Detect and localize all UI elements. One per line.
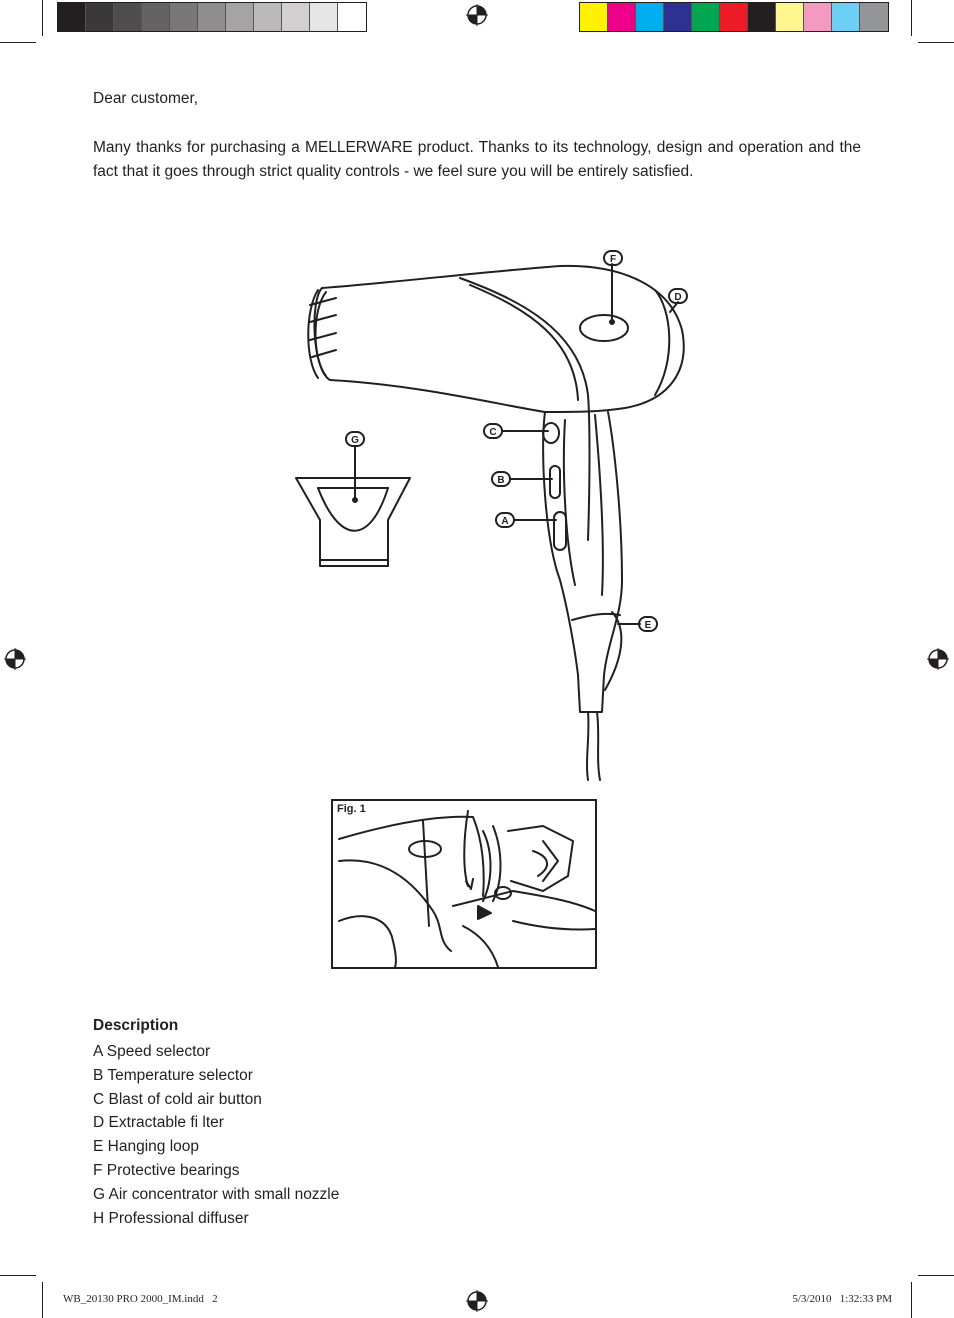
color-swatch <box>310 3 338 31</box>
color-swatch <box>832 3 860 31</box>
color-swatch <box>580 3 608 31</box>
svg-text:C: C <box>489 427 496 438</box>
gray-color-bar <box>57 2 367 32</box>
list-item: F Protective bearings <box>93 1161 240 1179</box>
callout-d: D <box>668 288 688 304</box>
list-item: G Air concentrator with small nozzle <box>93 1185 340 1203</box>
color-swatch <box>282 3 310 31</box>
registration-mark-icon <box>466 1290 488 1312</box>
crop-mark <box>911 0 912 36</box>
svg-text:D: D <box>674 292 681 303</box>
hair-dryer-diagram <box>295 263 685 781</box>
color-swatch <box>198 3 226 31</box>
intro-paragraph: Many thanks for purchasing a MELLERWARE … <box>93 139 861 180</box>
svg-text:A: A <box>501 516 508 527</box>
crop-mark <box>42 0 43 36</box>
color-swatch <box>804 3 832 31</box>
list-item: E Hanging loop <box>93 1138 199 1156</box>
color-swatch <box>692 3 720 31</box>
crop-mark <box>918 1275 954 1276</box>
color-swatch <box>142 3 170 31</box>
list-item: D Extractable fi lter <box>93 1114 224 1132</box>
callout-g: G <box>345 431 365 447</box>
color-swatch <box>636 3 664 31</box>
fig-1-panel: Fig. 1 <box>331 799 597 969</box>
callout-e: E <box>638 616 658 632</box>
footer-filename: WB_20130 PRO 2000_IM.indd 2 <box>63 1293 218 1305</box>
list-item: H Professional diffuser <box>93 1209 249 1227</box>
list-item: C Blast of cold air button <box>93 1090 262 1108</box>
footer-datetime: 5/3/2010 1:32:33 PM <box>792 1293 892 1305</box>
svg-text:G: G <box>351 435 359 446</box>
crop-mark <box>918 42 954 43</box>
callout-c: C <box>483 423 503 439</box>
color-swatch <box>776 3 804 31</box>
color-swatch <box>664 3 692 31</box>
color-swatch <box>748 3 776 31</box>
color-swatch <box>720 3 748 31</box>
color-swatch <box>860 3 888 31</box>
callout-b: B <box>491 471 511 487</box>
color-swatch <box>86 3 114 31</box>
color-swatch <box>338 3 366 31</box>
crop-mark <box>911 1282 912 1318</box>
process-color-bar <box>579 2 889 32</box>
filter-removal-illustration <box>338 810 595 967</box>
svg-text:F: F <box>610 254 616 265</box>
color-swatch <box>170 3 198 31</box>
registration-mark-icon <box>4 648 26 670</box>
registration-mark-icon <box>927 648 949 670</box>
list-item: A Speed selector <box>93 1043 211 1060</box>
greeting: Dear customer, <box>93 90 199 107</box>
crop-mark <box>0 1275 36 1276</box>
list-item: B Temperature selector <box>93 1066 253 1084</box>
fig-1-label: Fig. 1 <box>337 803 366 815</box>
callout-f: F <box>603 250 623 266</box>
description-list: A Speed selector B Temperature selector … <box>93 1040 339 1230</box>
crop-mark <box>0 42 36 43</box>
svg-text:B: B <box>497 475 504 486</box>
color-swatch <box>608 3 636 31</box>
color-swatch <box>226 3 254 31</box>
color-swatch <box>254 3 282 31</box>
color-swatch <box>58 3 86 31</box>
svg-text:E: E <box>645 620 652 631</box>
crop-mark <box>42 1282 43 1318</box>
callout-a: A <box>495 512 515 528</box>
description-title: Description <box>93 1017 179 1034</box>
color-swatch <box>114 3 142 31</box>
registration-mark-icon <box>466 4 488 26</box>
